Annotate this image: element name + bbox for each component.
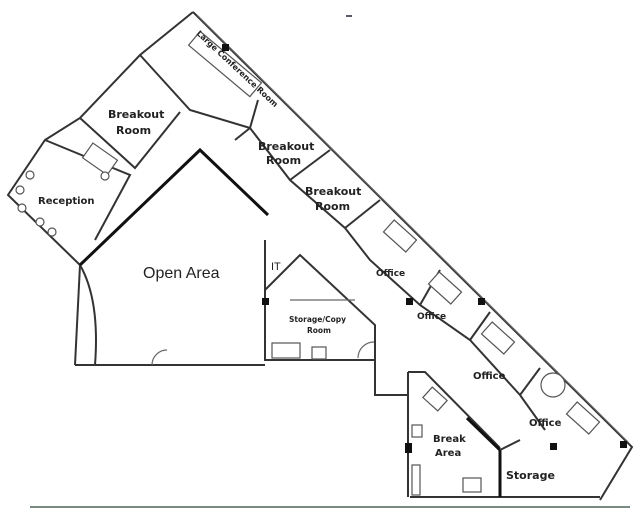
room-label-it: IT [271,261,281,273]
reception: Reception [15,139,132,241]
room-label-reception: Reception [38,196,95,207]
room-label-breakout-2: Breakout [258,140,314,153]
interior-walls [78,127,546,431]
room-label-office-3: Office [473,371,506,382]
room-label-break-area: Break [433,434,466,445]
room-label-storage: Storage [506,469,555,482]
room-label-open-area: Open Area [143,265,220,282]
room-label-office-4: Office [529,418,562,429]
column [222,44,229,51]
break-area: Break Area [405,371,502,497]
room-label-storage-copy: Storage/Copy [289,315,346,324]
room-label-office-2: Office [417,312,446,322]
exterior-walls [6,11,634,501]
storage-room: Storage [499,439,555,482]
room-label-breakout-1: Breakout [108,108,164,121]
breakout-room-1: Breakout Room [79,108,181,170]
room-label-breakout-3: Breakout [305,185,361,198]
room-label-breakout-1-line2: Room [116,124,151,137]
storage-copy-room: IT Storage/Copy Room [262,240,376,361]
offices: Office Office Office Office [376,219,627,450]
room-label-office-1: Office [376,269,405,279]
room-label-large-conference: Large Conference Room [195,29,280,109]
room-label-breakout-2-line2: Room [266,154,301,167]
room-label-breakout-3-line2: Room [315,200,350,213]
room-label-storage-copy-line2: Room [307,326,331,335]
room-label-break-area-line2: Area [435,448,461,459]
